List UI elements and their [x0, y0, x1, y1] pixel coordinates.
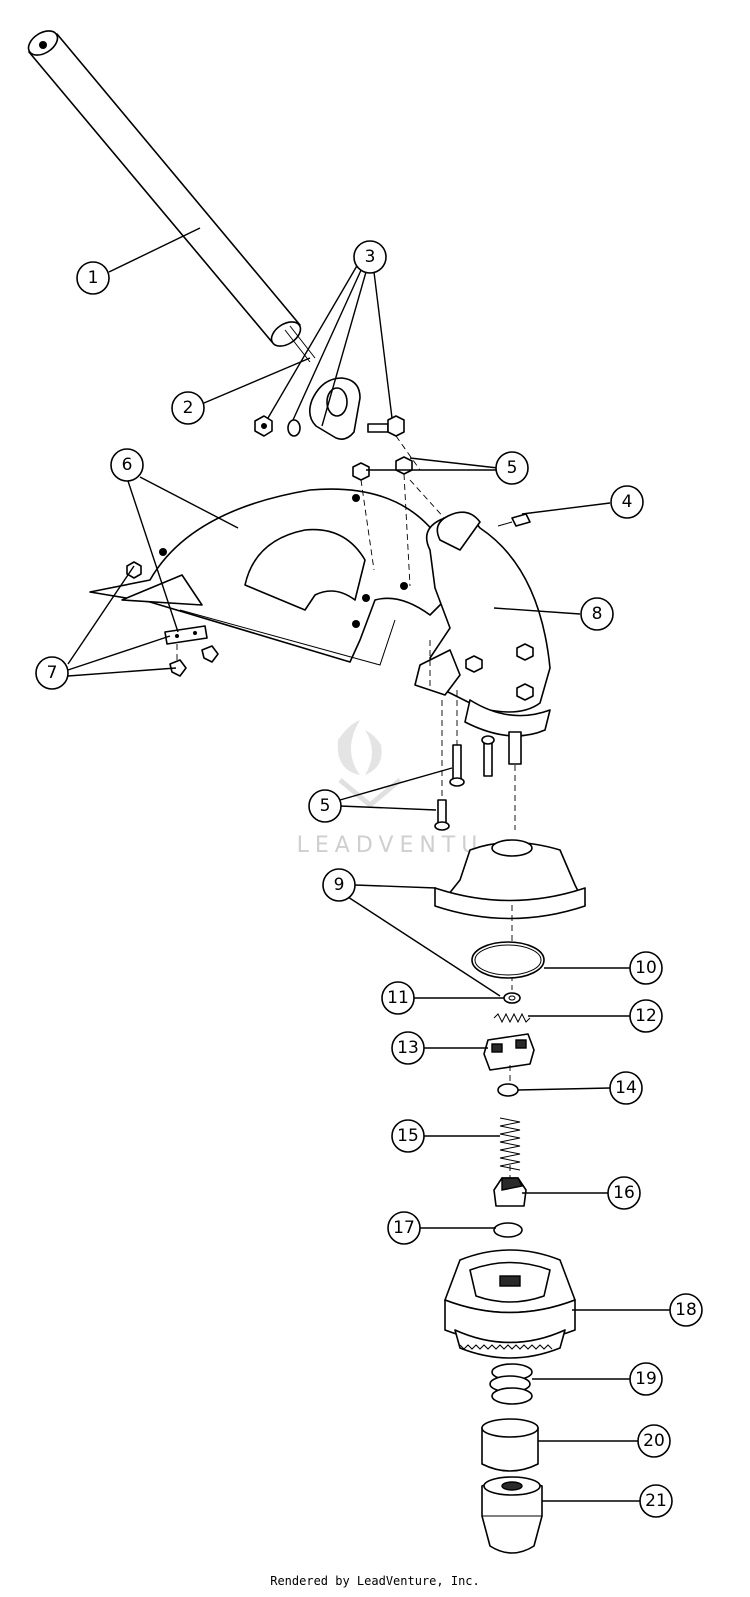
part-screws — [434, 690, 516, 831]
svg-text:19: 19 — [635, 1369, 657, 1389]
callout-8: 8 — [580, 597, 614, 631]
svg-text:10: 10 — [635, 958, 657, 978]
callout-5-upper: 5 — [495, 451, 529, 485]
part-retaining-ring — [497, 1083, 519, 1097]
part-spool-retainer — [481, 1418, 539, 1472]
svg-text:16: 16 — [613, 1183, 635, 1203]
svg-text:5: 5 — [507, 458, 518, 478]
callout-7: 7 — [35, 656, 69, 690]
svg-text:14: 14 — [615, 1078, 637, 1098]
callout-1: 1 — [76, 261, 110, 295]
part-bump-knob — [481, 1476, 543, 1554]
svg-text:15: 15 — [397, 1126, 419, 1146]
part-blade — [164, 625, 219, 677]
part-gearhead — [414, 511, 551, 765]
part-spring — [499, 1117, 521, 1180]
svg-text:11: 11 — [387, 988, 409, 1008]
svg-text:18: 18 — [675, 1300, 697, 1320]
callout-3: 3 — [353, 240, 387, 274]
callout-17: 17 — [387, 1211, 421, 1245]
svg-text:12: 12 — [635, 1006, 657, 1026]
callout-12: 12 — [629, 999, 663, 1033]
svg-text:1: 1 — [88, 268, 99, 288]
callout-5-lower: 5 — [308, 789, 342, 823]
part-eyelet — [483, 1033, 535, 1085]
footer-credit: Rendered by LeadVenture, Inc. — [270, 1574, 480, 1588]
callout-2: 2 — [171, 391, 205, 425]
watermark-text: LEADVENTU — [297, 833, 484, 858]
callout-4: 4 — [610, 485, 644, 519]
svg-text:17: 17 — [393, 1218, 415, 1238]
svg-text:9: 9 — [334, 875, 345, 895]
part-clamp-hardware — [254, 377, 421, 471]
svg-text:5: 5 — [320, 796, 331, 816]
callout-9: 9 — [322, 868, 356, 902]
part-shaft — [27, 30, 316, 363]
callouts: 1 2 3 4 5 6 7 8 5 9 10 11 12 13 14 15 16… — [35, 240, 703, 1518]
svg-text:4: 4 — [622, 492, 633, 512]
svg-text:3: 3 — [365, 247, 376, 267]
callout-13: 13 — [391, 1031, 425, 1065]
svg-text:13: 13 — [397, 1038, 419, 1058]
part-guard — [89, 456, 456, 666]
callout-21: 21 — [639, 1484, 673, 1518]
svg-text:21: 21 — [645, 1491, 667, 1511]
part-ring — [471, 941, 545, 979]
callout-6: 6 — [110, 448, 144, 482]
callout-10: 10 — [629, 951, 663, 985]
callout-16: 16 — [607, 1176, 641, 1210]
leader-lines — [67, 227, 670, 1502]
part-bump-insert — [493, 1177, 527, 1207]
callout-15: 15 — [391, 1119, 425, 1153]
part-o-ring — [493, 1222, 523, 1238]
part-small-spring — [493, 1012, 531, 1024]
callout-20: 20 — [637, 1424, 671, 1458]
svg-text:7: 7 — [47, 663, 58, 683]
part-head-spring — [489, 1363, 533, 1405]
svg-text:20: 20 — [643, 1431, 665, 1451]
part-spool — [444, 1249, 576, 1359]
callout-11: 11 — [381, 981, 415, 1015]
callout-19: 19 — [629, 1362, 663, 1396]
callout-18: 18 — [669, 1293, 703, 1327]
svg-text:2: 2 — [183, 398, 194, 418]
svg-text:8: 8 — [592, 604, 603, 624]
watermark: LEADVENTU — [297, 720, 484, 858]
callout-14: 14 — [609, 1071, 643, 1105]
svg-text:6: 6 — [122, 455, 133, 475]
part-washer — [503, 992, 521, 1004]
